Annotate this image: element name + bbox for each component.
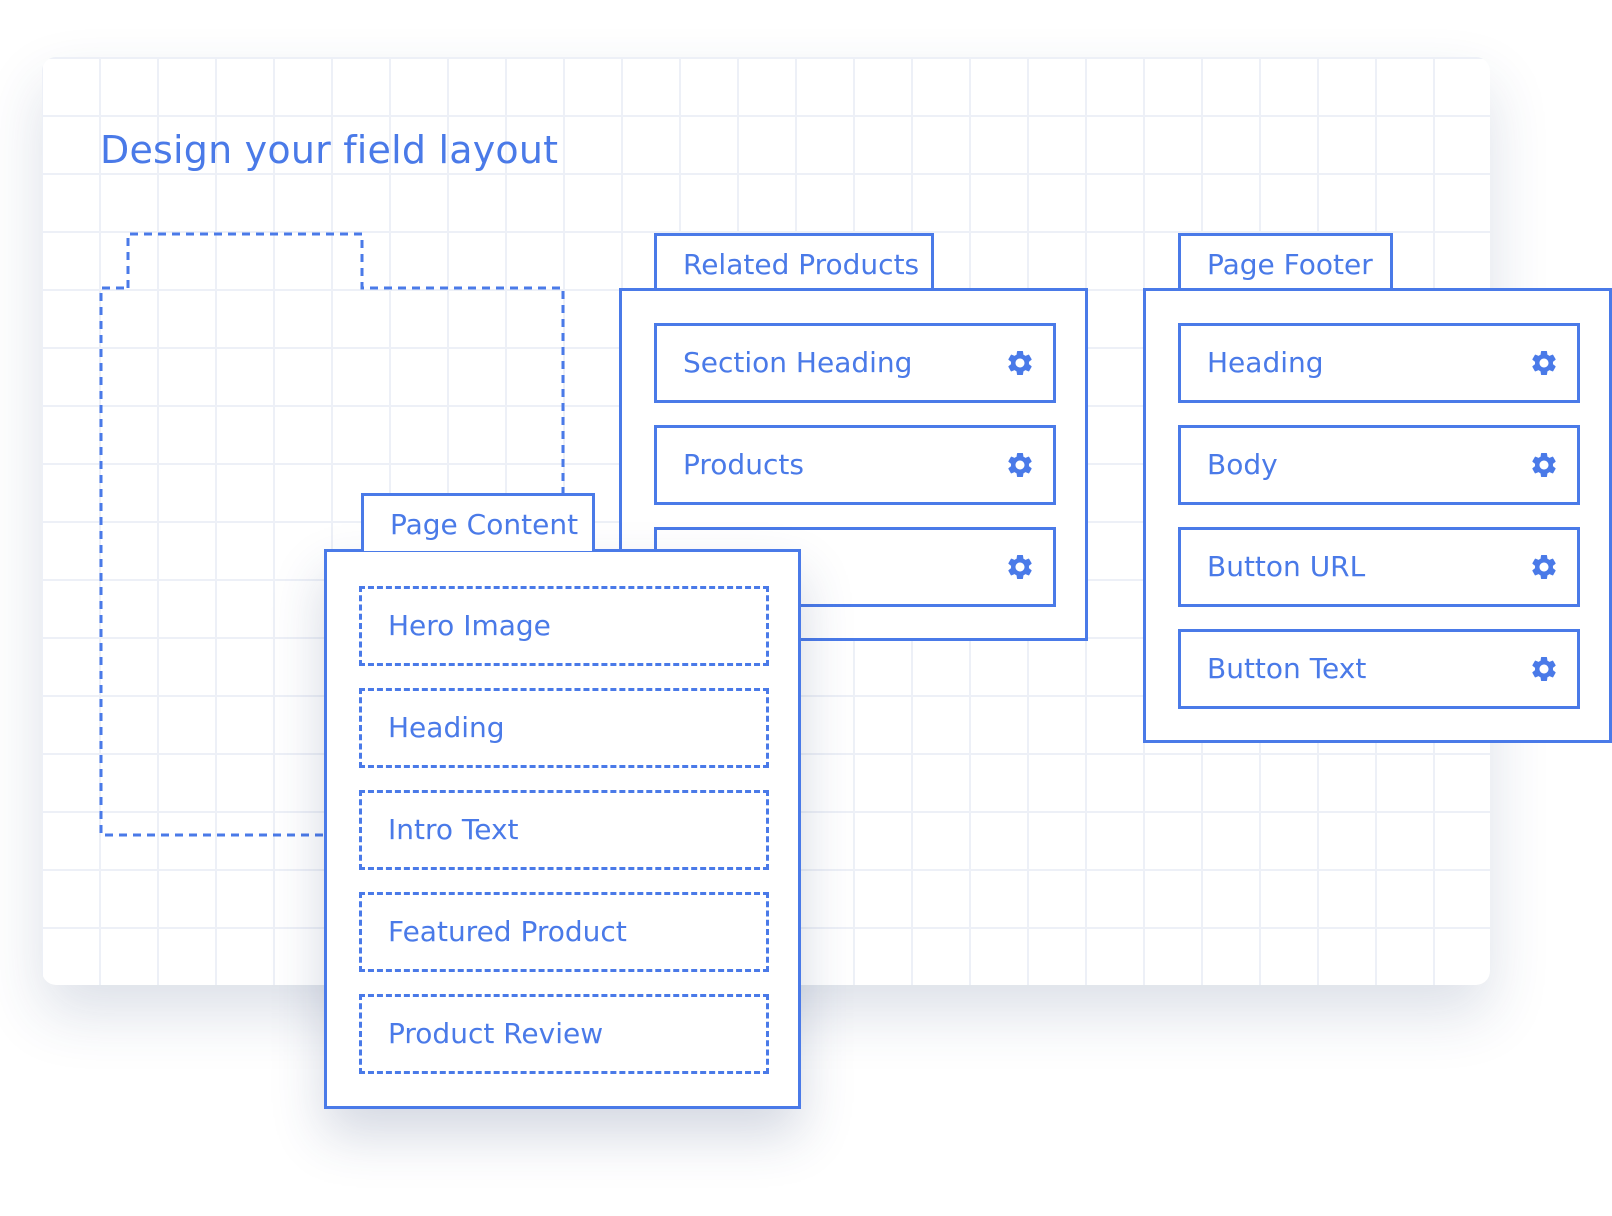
gear-icon[interactable] [1005, 552, 1035, 582]
field-label: Featured Product [388, 915, 627, 948]
field-hero-image[interactable]: Hero Image [359, 586, 769, 666]
field-product-review[interactable]: Product Review [359, 994, 769, 1074]
field-label: Button Text [1207, 652, 1367, 685]
field-section-heading[interactable]: Section Heading [654, 323, 1056, 403]
field-label: Button URL [1207, 550, 1366, 583]
tab-page-content[interactable]: Page Content [361, 493, 595, 551]
field-label: Body [1207, 448, 1278, 481]
gear-icon[interactable] [1529, 654, 1559, 684]
field-featured-product[interactable]: Featured Product [359, 892, 769, 972]
field-heading[interactable]: Heading [1178, 323, 1580, 403]
field-label: Section Heading [683, 346, 913, 379]
tab-panel-page-footer: Heading Body Button URL Button Text [1143, 288, 1612, 743]
field-label: Intro Text [388, 813, 519, 846]
gear-icon[interactable] [1529, 450, 1559, 480]
field-label: Heading [388, 711, 505, 744]
field-intro-text[interactable]: Intro Text [359, 790, 769, 870]
tab-label: Page Footer [1207, 248, 1373, 281]
field-label: Hero Image [388, 609, 551, 642]
field-heading[interactable]: Heading [359, 688, 769, 768]
field-button-text[interactable]: Button Text [1178, 629, 1580, 709]
tab-label: Page Content [390, 508, 579, 541]
field-button-url[interactable]: Button URL [1178, 527, 1580, 607]
gear-icon[interactable] [1529, 348, 1559, 378]
page-title: Design your field layout [100, 128, 559, 172]
field-label: Heading [1207, 346, 1324, 379]
field-label: Products [683, 448, 804, 481]
tab-related-products[interactable]: Related Products [654, 233, 934, 291]
field-label: Product Review [388, 1017, 604, 1050]
tab-label: Related Products [683, 248, 920, 281]
tab-page-footer[interactable]: Page Footer [1178, 233, 1393, 291]
field-body[interactable]: Body [1178, 425, 1580, 505]
gear-icon[interactable] [1005, 348, 1035, 378]
field-products[interactable]: Products [654, 425, 1056, 505]
gear-icon[interactable] [1529, 552, 1559, 582]
tab-panel-page-content: Hero Image Heading Intro Text Featured P… [324, 549, 801, 1109]
gear-icon[interactable] [1005, 450, 1035, 480]
